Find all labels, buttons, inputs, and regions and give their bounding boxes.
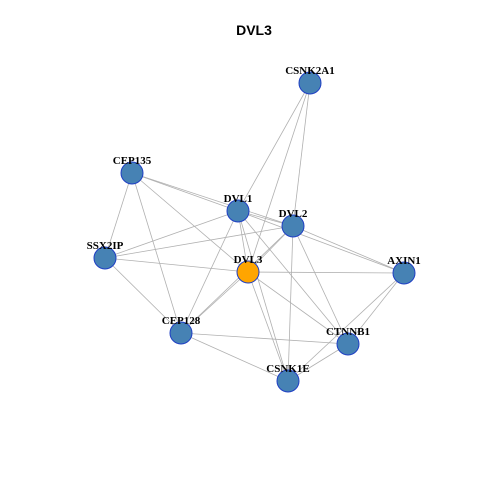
edge-dvl2-cep128: [180, 225, 294, 334]
node-label: DVL2: [279, 208, 308, 220]
node-cep135[interactable]: CEP135: [113, 155, 152, 185]
node-circle[interactable]: [281, 214, 305, 238]
edge-dvl1-axin1: [237, 210, 405, 274]
edge-ssx2ip-cep128: [104, 257, 182, 334]
node-label: CEP135: [113, 155, 152, 167]
edge-dvl1-ctnnb1: [237, 210, 349, 345]
edge-dvl1-csnk1e: [237, 210, 289, 382]
edge-ctnnb1-csnk1e: [287, 343, 349, 382]
node-ctnnb1[interactable]: CTNNB1: [326, 326, 370, 356]
node-circle[interactable]: [298, 71, 322, 95]
edge-ssx2ip-dvl3: [104, 257, 249, 273]
node-dvl2[interactable]: DVL2: [279, 208, 308, 238]
node-dvl1[interactable]: DVL1: [224, 193, 253, 223]
node-label: CSNK1E: [266, 363, 309, 375]
node-csnk2a1[interactable]: CSNK2A1: [285, 65, 335, 95]
node-circle[interactable]: [392, 261, 416, 285]
edge-cep135-dvl1: [131, 172, 239, 212]
edge-dvl3-ctnnb1: [247, 271, 349, 345]
edge-axin1-csnk1e: [287, 272, 405, 382]
node-circle[interactable]: [276, 369, 300, 393]
edge-cep135-dvl2: [131, 172, 294, 227]
edge-layer: [104, 82, 405, 382]
edge-cep135-ssx2ip: [104, 172, 133, 259]
node-label: SSX2IP: [87, 240, 124, 252]
node-label: AXIN1: [387, 255, 421, 267]
edge-cep128-csnk1e: [180, 332, 289, 382]
edge-dvl3-csnk1e: [247, 271, 289, 382]
node-label: CSNK2A1: [285, 65, 335, 77]
node-circle[interactable]: [336, 332, 360, 356]
node-label: CEP128: [162, 315, 201, 327]
node-csnk1e[interactable]: CSNK1E: [266, 363, 310, 393]
edge-csnk2a1-dvl1: [237, 82, 311, 212]
edge-csnk2a1-dvl2: [292, 82, 311, 227]
edge-dvl1-ssx2ip: [104, 210, 239, 259]
edge-cep135-dvl3: [131, 172, 249, 273]
edge-cep128-ctnnb1: [180, 332, 349, 345]
edge-dvl2-csnk1e: [287, 225, 294, 382]
node-circle[interactable]: [93, 246, 117, 270]
edge-dvl3-axin1: [247, 271, 405, 274]
node-axin1[interactable]: AXIN1: [387, 255, 421, 285]
node-circle[interactable]: [236, 260, 260, 284]
node-label: CTNNB1: [326, 326, 370, 338]
edge-dvl3-cep128: [180, 271, 249, 334]
node-circle[interactable]: [226, 199, 250, 223]
node-cep128[interactable]: CEP128: [162, 315, 201, 345]
edge-dvl2-axin1: [292, 225, 405, 274]
node-dvl3[interactable]: DVL3: [234, 254, 263, 284]
node-circle[interactable]: [169, 321, 193, 345]
edge-dvl1-cep128: [180, 210, 239, 334]
node-label: DVL1: [224, 193, 253, 205]
edge-dvl2-ssx2ip: [104, 225, 294, 259]
edge-axin1-ctnnb1: [347, 272, 405, 345]
edge-dvl2-ctnnb1: [292, 225, 349, 345]
node-circle[interactable]: [120, 161, 144, 185]
diagram-title: DVL3: [236, 22, 272, 38]
node-ssx2ip[interactable]: SSX2IP: [87, 240, 124, 270]
edge-csnk2a1-dvl3: [247, 82, 311, 273]
node-label: DVL3: [234, 254, 263, 266]
edge-cep135-cep128: [131, 172, 182, 334]
